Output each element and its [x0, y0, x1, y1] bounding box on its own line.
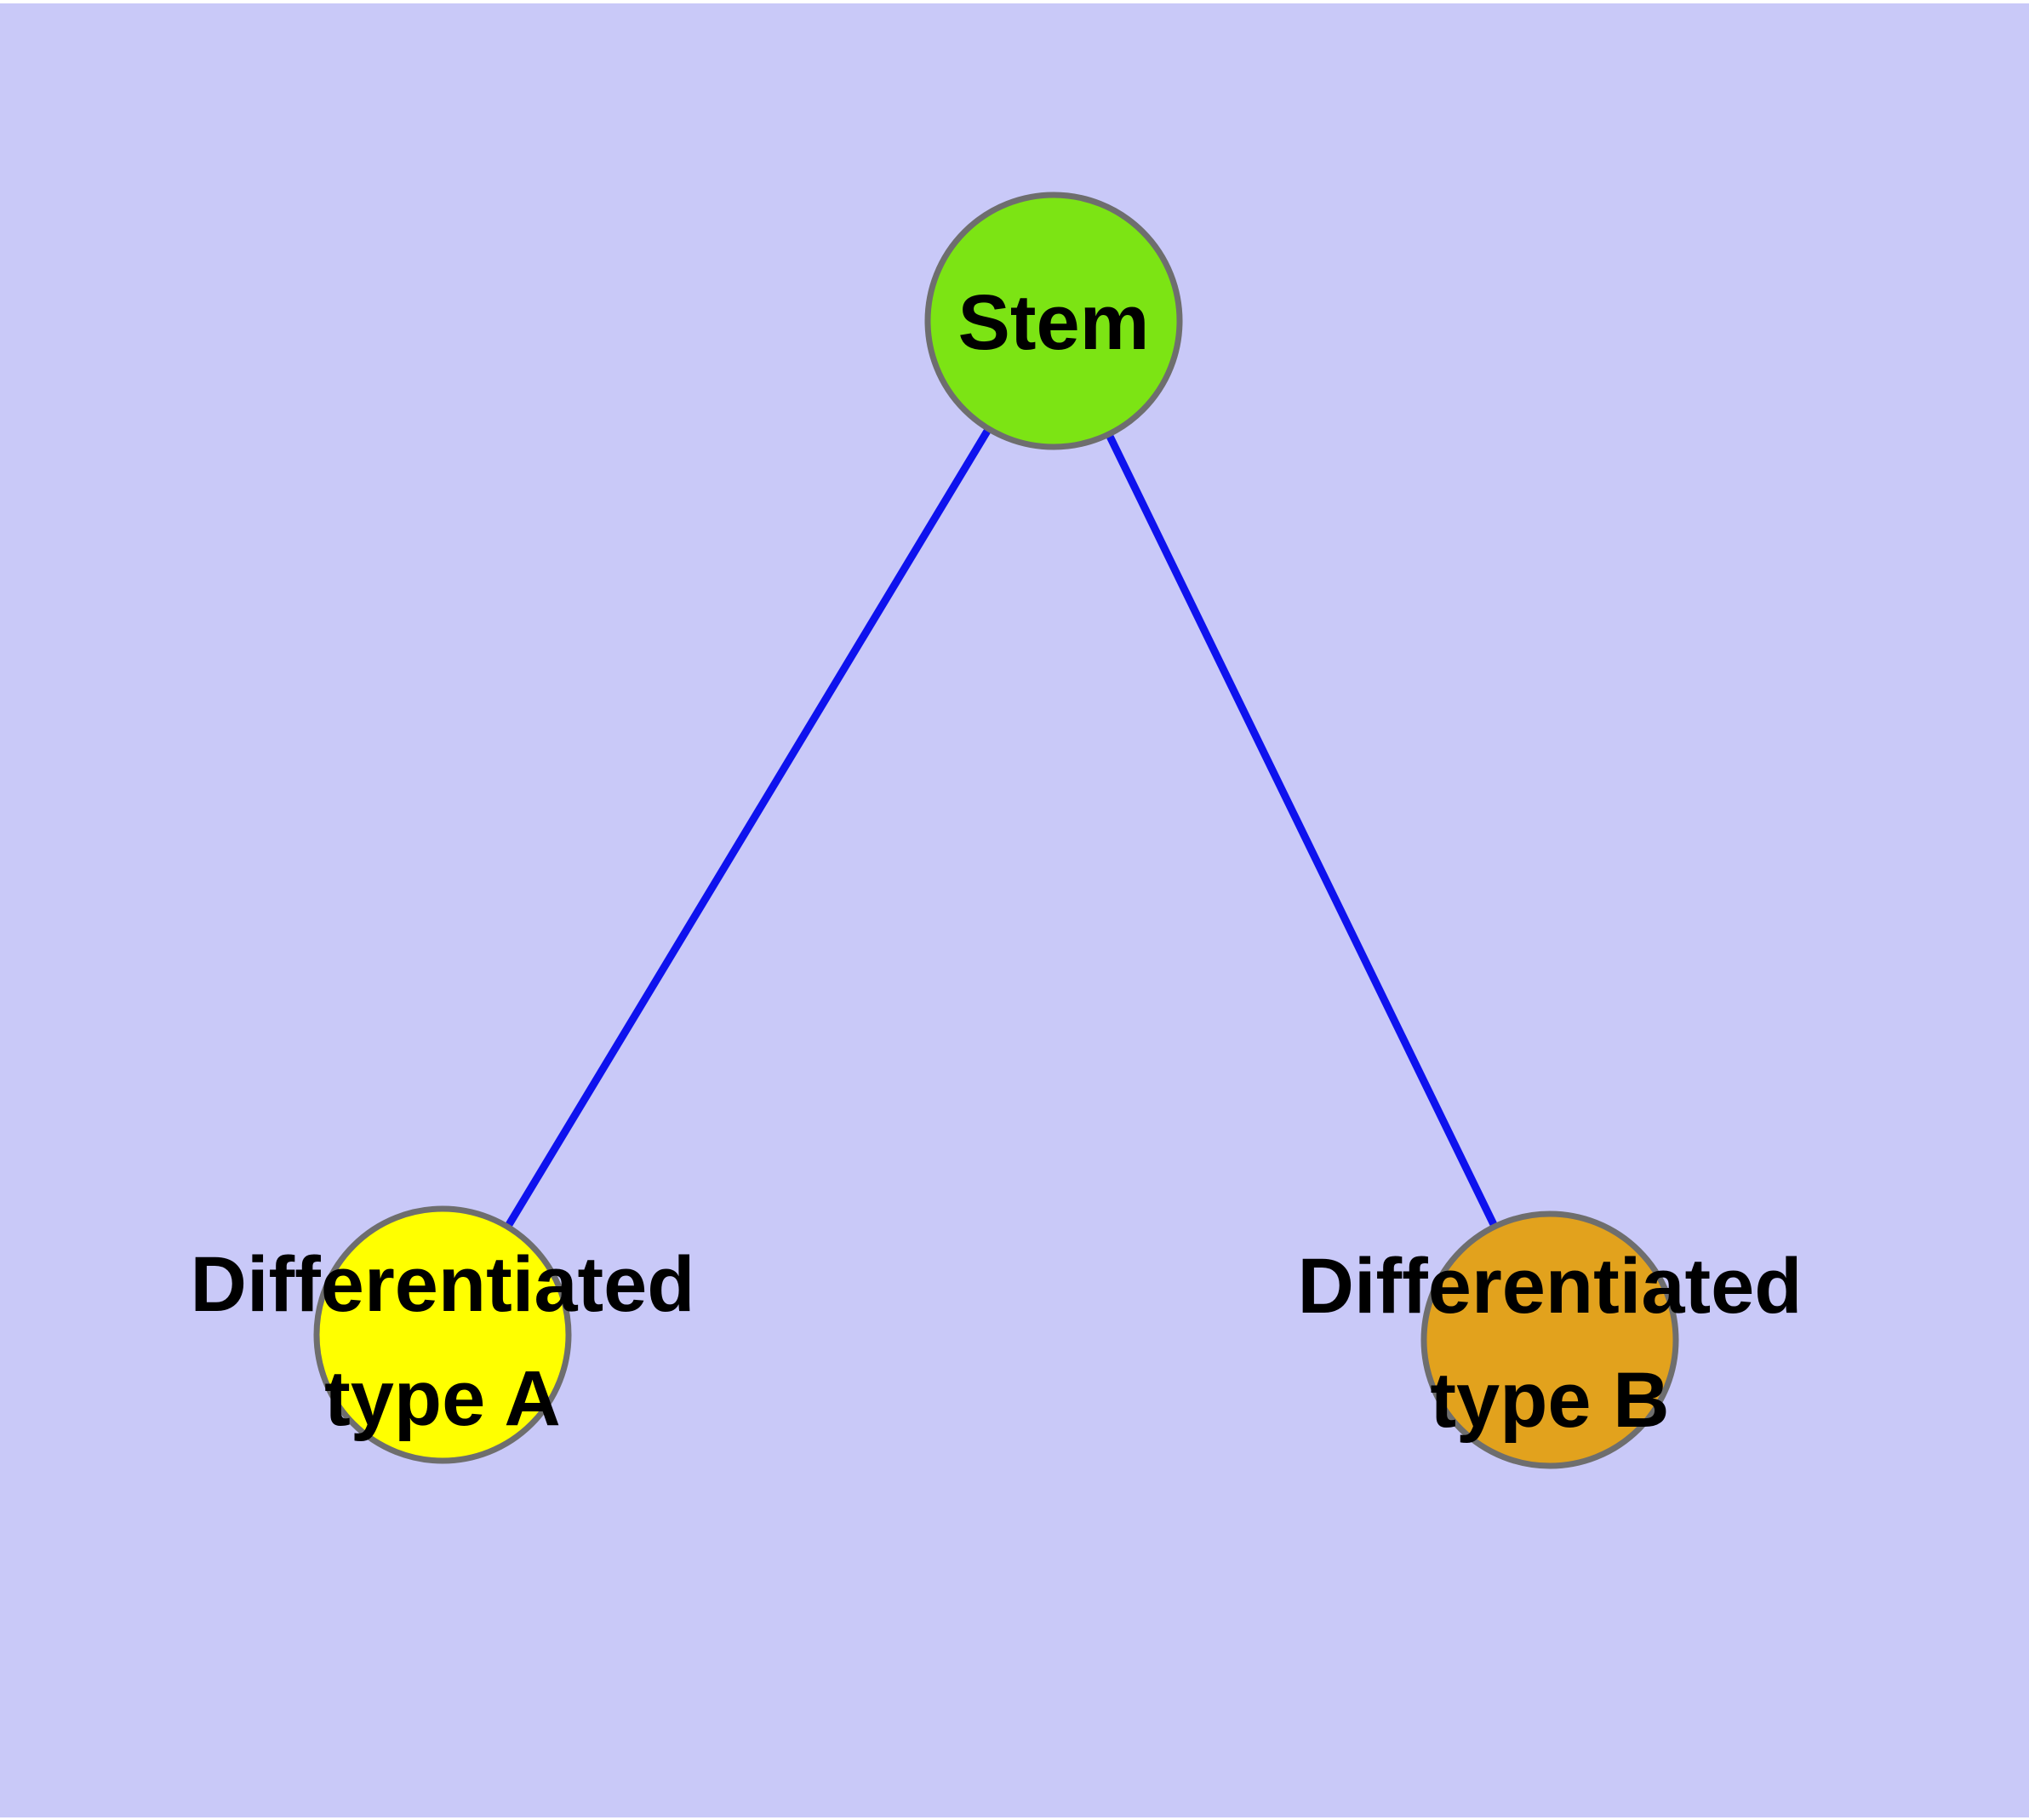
node-type-a-label: Differentiated type A — [191, 1228, 695, 1456]
node-type-a — [313, 1205, 572, 1464]
node-stem-label: Stem — [958, 266, 1150, 380]
node-type-b-label-line2: type B — [1430, 1357, 1670, 1444]
graph-svg — [0, 3, 2029, 1817]
edge-stem-to-type-b — [1049, 319, 1554, 1342]
node-type-b — [1420, 1210, 1679, 1469]
node-stem — [924, 192, 1183, 450]
plot-area: Stem Differentiated type A Differentiate… — [0, 3, 2029, 1817]
node-type-b-label-line1: Differentiated — [1297, 1243, 1803, 1330]
node-type-b-label: Differentiated type B — [1298, 1229, 1803, 1457]
node-stem-label-text: Stem — [957, 279, 1150, 366]
node-type-a-label-line2: type A — [324, 1355, 561, 1442]
edge-stem-to-type-a — [439, 318, 1057, 1337]
node-type-a-label-line1: Differentiated — [190, 1241, 695, 1328]
